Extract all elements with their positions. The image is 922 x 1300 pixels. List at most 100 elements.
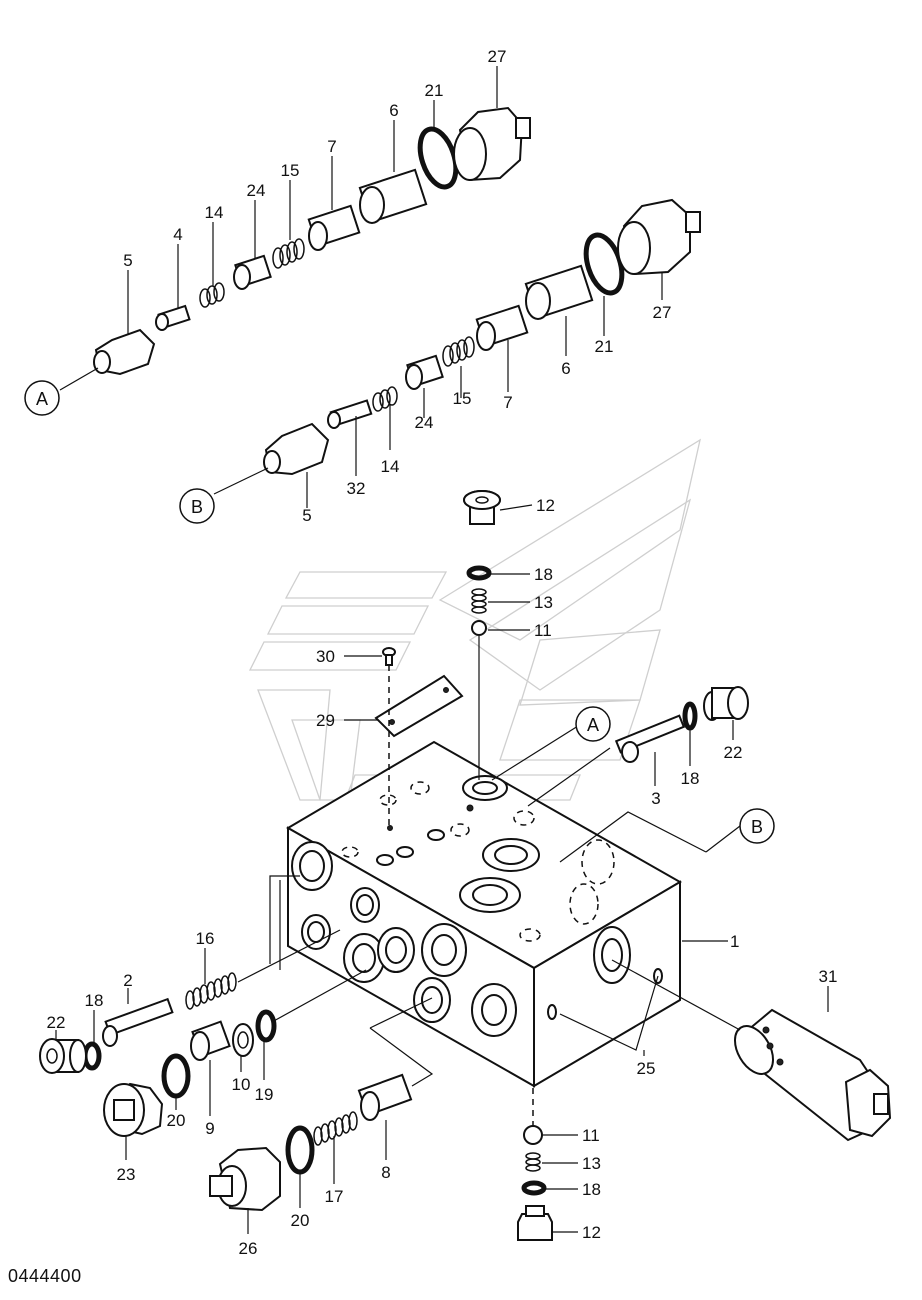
- callout-31: 31: [819, 967, 838, 986]
- leader-lines: [55, 66, 829, 1234]
- callout-20-left: 20: [167, 1111, 186, 1130]
- part-10-seat: [232, 1023, 254, 1057]
- svg-text:B: B: [751, 817, 763, 837]
- callout-21-lower: 21: [595, 337, 614, 356]
- ref-marker-a-upper: A: [24, 380, 60, 416]
- part-18-oring-right: [682, 701, 698, 731]
- part-14-spring-a: [199, 282, 225, 308]
- callout-21-top: 21: [425, 81, 444, 100]
- callout-26: 26: [239, 1239, 258, 1258]
- callout-30: 30: [316, 647, 335, 666]
- part-18-oring-left: [82, 1041, 102, 1071]
- relief-valve-assembly-b: [263, 198, 701, 476]
- lower-check-stack: [517, 1125, 553, 1241]
- part-number-callouts: 27 21 6 7 15 24 14 4 5 27 21 6 7 15 24 1…: [47, 47, 838, 1258]
- part-24-piston-b: [405, 354, 444, 390]
- callout-11-bottom: 11: [582, 1126, 600, 1145]
- callout-13-bottom: 13: [582, 1154, 601, 1173]
- part-15-spring-a: [272, 238, 305, 269]
- part-11-ball-bottom: [523, 1125, 543, 1145]
- callout-24-lower: 24: [415, 413, 434, 432]
- callout-2: 2: [123, 971, 132, 990]
- part-11-ball-top: [471, 620, 487, 636]
- callout-11-top: 11: [534, 621, 552, 640]
- callout-4-top: 4: [173, 225, 182, 244]
- part-22-plug-right: [703, 686, 749, 721]
- part-9-plunger: [190, 1020, 231, 1061]
- callout-5-lower: 5: [302, 506, 311, 525]
- part-2-spool: [102, 997, 174, 1047]
- svg-text:A: A: [587, 715, 599, 735]
- part-6-sleeve-a: [358, 168, 428, 224]
- part-12-plug-top: [463, 490, 501, 525]
- part-27-plug-b: [617, 198, 701, 276]
- part-20-oring-left: [161, 1053, 191, 1099]
- part-22-plug-left: [39, 1038, 87, 1074]
- callout-5-top: 5: [123, 251, 132, 270]
- part-18-oring-bottom: [521, 1180, 547, 1196]
- callout-22-right: 22: [724, 743, 743, 762]
- callout-24-top: 24: [247, 181, 266, 200]
- part-27-plug-a: [453, 106, 531, 182]
- upper-check-stack: [463, 490, 501, 636]
- part-13-spring-bottom: [525, 1152, 541, 1172]
- part-19-ring: [255, 1009, 277, 1043]
- part-14-spring-b: [372, 386, 398, 412]
- callout-27-lower: 27: [653, 303, 672, 322]
- part-26-plug: [209, 1146, 281, 1212]
- part-13-spring-top: [471, 588, 487, 614]
- part-15-spring-b: [442, 336, 475, 367]
- callout-12-top: 12: [536, 496, 555, 515]
- callout-23: 23: [117, 1165, 136, 1184]
- ref-marker-b-body: B: [739, 808, 775, 844]
- part-8-sleeve: [357, 1073, 413, 1121]
- part-30-screw: [382, 647, 396, 666]
- part-18-oring-top: [466, 565, 492, 581]
- callout-3: 3: [651, 789, 660, 808]
- callout-22-left: 22: [47, 1013, 66, 1032]
- part-12-plug-bottom: [517, 1205, 553, 1241]
- part-29-nameplate: [374, 674, 464, 738]
- callout-16: 16: [196, 929, 215, 948]
- callout-27-top: 27: [488, 47, 507, 66]
- svg-text:B: B: [191, 497, 203, 517]
- callout-7-lower: 7: [503, 393, 512, 412]
- part-16-spring: [185, 972, 237, 1010]
- part-5-nut-b: [263, 422, 330, 476]
- part-4-poppet-a: [155, 304, 191, 331]
- callout-18-bottom: 18: [582, 1180, 601, 1199]
- part-24-piston-a: [233, 254, 272, 290]
- callout-18-top: 18: [534, 565, 553, 584]
- callout-19: 19: [255, 1085, 274, 1104]
- callout-25: 25: [637, 1059, 656, 1078]
- part-7-sleeve-a: [307, 204, 361, 251]
- callout-14-top: 14: [205, 203, 224, 222]
- callout-17: 17: [325, 1187, 344, 1206]
- ref-marker-b-upper: B: [179, 488, 215, 524]
- callout-7-top: 7: [327, 137, 336, 156]
- svg-text:A: A: [36, 389, 48, 409]
- callout-14-lower: 14: [381, 457, 400, 476]
- callout-12-bottom: 12: [582, 1223, 601, 1242]
- part-3-spool: [614, 714, 686, 763]
- callout-15-lower: 15: [453, 389, 472, 408]
- callout-13-top: 13: [534, 593, 553, 612]
- callout-29: 29: [316, 711, 335, 730]
- part-1-valve-body: [286, 740, 682, 1088]
- part-32-poppet-b: [327, 399, 373, 429]
- part-5-nut-a: [93, 328, 156, 376]
- callout-15-top: 15: [281, 161, 300, 180]
- part-7-sleeve-b: [475, 304, 529, 351]
- callout-32-lower: 32: [347, 479, 366, 498]
- callout-18-left: 18: [85, 991, 104, 1010]
- callout-1: 1: [730, 932, 739, 951]
- part-31-solenoid-valve: [734, 1008, 892, 1142]
- callout-20-bottom: 20: [291, 1211, 310, 1230]
- callout-6-lower: 6: [561, 359, 570, 378]
- callout-8: 8: [381, 1163, 390, 1182]
- part-23-plug: [103, 1082, 164, 1137]
- part-6-sleeve-b: [524, 264, 594, 320]
- part-17-spring: [313, 1111, 358, 1146]
